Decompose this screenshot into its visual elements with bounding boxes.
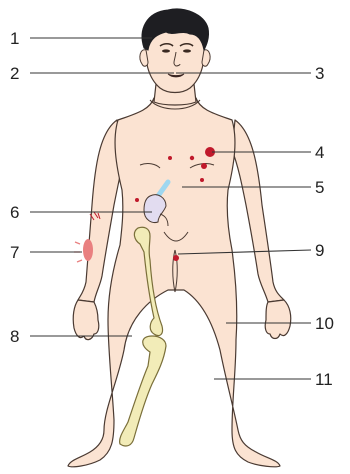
- left-eye: [162, 49, 170, 52]
- leg-bones: [120, 336, 166, 446]
- callout-label-3: 3: [315, 64, 324, 83]
- right-eye: [183, 49, 191, 52]
- callout-label-5: 5: [315, 178, 324, 197]
- head: [140, 9, 210, 93]
- left-ear: [140, 50, 148, 66]
- right-arm: [232, 120, 284, 302]
- skin-spot: [200, 178, 204, 182]
- human-body-figure: [68, 84, 291, 467]
- skin-spot: [135, 198, 139, 202]
- skin-spot: [168, 156, 172, 160]
- callout-label-4: 4: [315, 143, 324, 162]
- rash: [74, 239, 93, 262]
- callout-label-6: 6: [10, 203, 19, 222]
- callout-label-10: 10: [315, 314, 334, 333]
- callout-label-8: 8: [10, 327, 19, 346]
- skin-spot: [173, 255, 179, 261]
- left-hand: [73, 300, 99, 340]
- callout-label-11: 11: [315, 370, 333, 389]
- right-ear: [202, 50, 210, 66]
- callout-label-7: 7: [10, 243, 19, 262]
- right-hand: [265, 300, 291, 339]
- callout-label-1: 1: [10, 29, 19, 48]
- callout-label-2: 2: [10, 64, 19, 83]
- skin-spot: [201, 163, 207, 169]
- callout-label-9: 9: [315, 241, 324, 260]
- skin-spot: [190, 156, 194, 160]
